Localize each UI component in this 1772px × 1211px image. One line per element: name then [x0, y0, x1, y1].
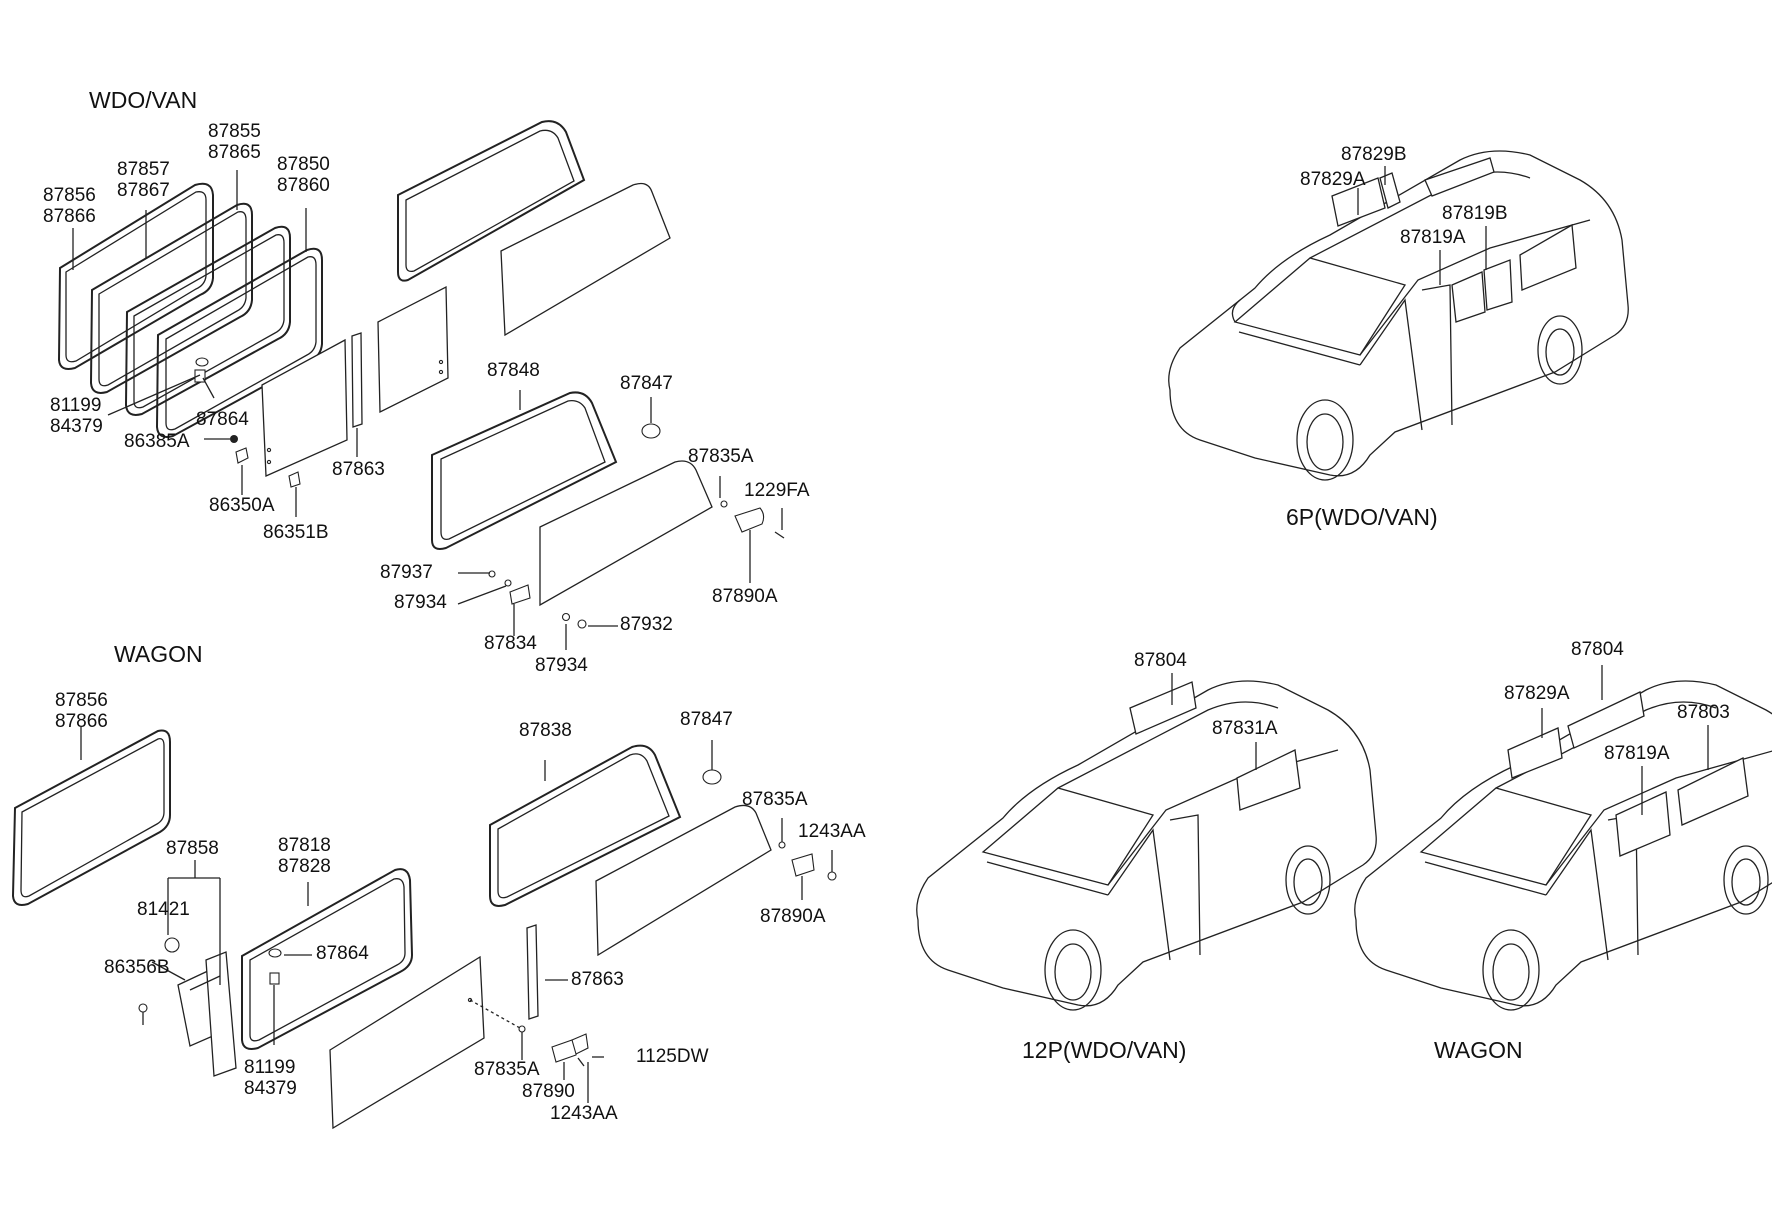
part-label: 87867: [117, 180, 170, 201]
part-label: 87819A: [1604, 743, 1670, 764]
car-wagon: [1354, 680, 1772, 1011]
part-label: 81421: [137, 899, 190, 920]
part-label: 87818: [278, 835, 331, 856]
view-label-12p: 12P(WDO/VAN): [1022, 1037, 1187, 1063]
view-label-6p: 6P(WDO/VAN): [1286, 504, 1438, 530]
part-label: 87838: [519, 720, 572, 741]
part-label: 87866: [55, 711, 108, 732]
part-label: 87890: [522, 1081, 575, 1102]
wdo-van-frames: [57, 182, 323, 438]
part-label: 84379: [244, 1078, 297, 1099]
car-6p: [1168, 150, 1629, 481]
part-label: 87856: [43, 185, 96, 206]
part-label: 87937: [380, 562, 433, 583]
car-leaders: [1171, 166, 1709, 815]
part-label: 87860: [277, 175, 330, 196]
section-title-wagon: WAGON: [114, 641, 203, 667]
part-label: 1243AA: [550, 1103, 618, 1124]
part-label: 87934: [535, 655, 588, 676]
car-12p: [916, 680, 1377, 1011]
part-label: 86385A: [124, 431, 190, 452]
part-label: 87890A: [760, 906, 826, 927]
part-label: 87848: [487, 360, 540, 381]
part-label: 87855: [208, 121, 261, 142]
part-label: 87932: [620, 614, 673, 635]
part-label: 81199: [50, 395, 102, 416]
part-label: 87829B: [1341, 144, 1407, 165]
part-label: 1125DW: [636, 1046, 709, 1067]
part-label: 81199: [244, 1057, 296, 1078]
part-label: 1229FA: [744, 480, 810, 501]
part-label: 87829A: [1504, 683, 1570, 704]
part-label: 87850: [277, 154, 330, 175]
wdo-van-leaders: [72, 170, 783, 650]
part-label: 87804: [1134, 650, 1187, 671]
part-label: 87863: [332, 459, 385, 480]
part-label: 87847: [680, 709, 733, 730]
part-label: 87835A: [742, 789, 808, 810]
part-label: 87863: [571, 969, 624, 990]
part-label: 87890A: [712, 586, 778, 607]
wagon-leaders: [80, 727, 803, 1103]
wdo-van-quarter-glass-lower: [431, 391, 785, 629]
part-label: 87864: [196, 409, 249, 430]
part-label: 87864: [316, 943, 369, 964]
part-label: 86356B: [104, 957, 170, 978]
part-label: 86351B: [263, 522, 329, 543]
part-label: 87829A: [1300, 169, 1366, 190]
part-label: 87934: [394, 592, 447, 613]
part-label: 87856: [55, 690, 108, 711]
part-label: 87857: [117, 159, 170, 180]
part-label: 87858: [166, 838, 219, 859]
wdo-van-quarter-glass-upper: [397, 120, 671, 337]
part-label: 87828: [278, 856, 331, 877]
part-label: 87866: [43, 206, 96, 227]
part-label: 87819A: [1400, 227, 1466, 248]
view-label-wagon: WAGON: [1434, 1037, 1523, 1063]
wdo-van-sliding-glass: [230, 285, 449, 488]
part-label: 87819B: [1442, 203, 1508, 224]
part-label: 87804: [1571, 639, 1624, 660]
part-label: 87835A: [688, 446, 754, 467]
part-label: 87831A: [1212, 718, 1278, 739]
part-label: 87803: [1677, 702, 1730, 723]
part-label: 87865: [208, 142, 261, 163]
wagon-parts: [11, 729, 837, 1130]
part-label: 86350A: [209, 495, 275, 516]
section-title-wdo-van: WDO/VAN: [89, 87, 198, 113]
part-label: 87834: [484, 633, 537, 654]
part-label: 87835A: [474, 1059, 540, 1080]
part-label: 87847: [620, 373, 673, 394]
part-label: 1243AA: [798, 821, 866, 842]
part-label: 84379: [50, 416, 103, 437]
